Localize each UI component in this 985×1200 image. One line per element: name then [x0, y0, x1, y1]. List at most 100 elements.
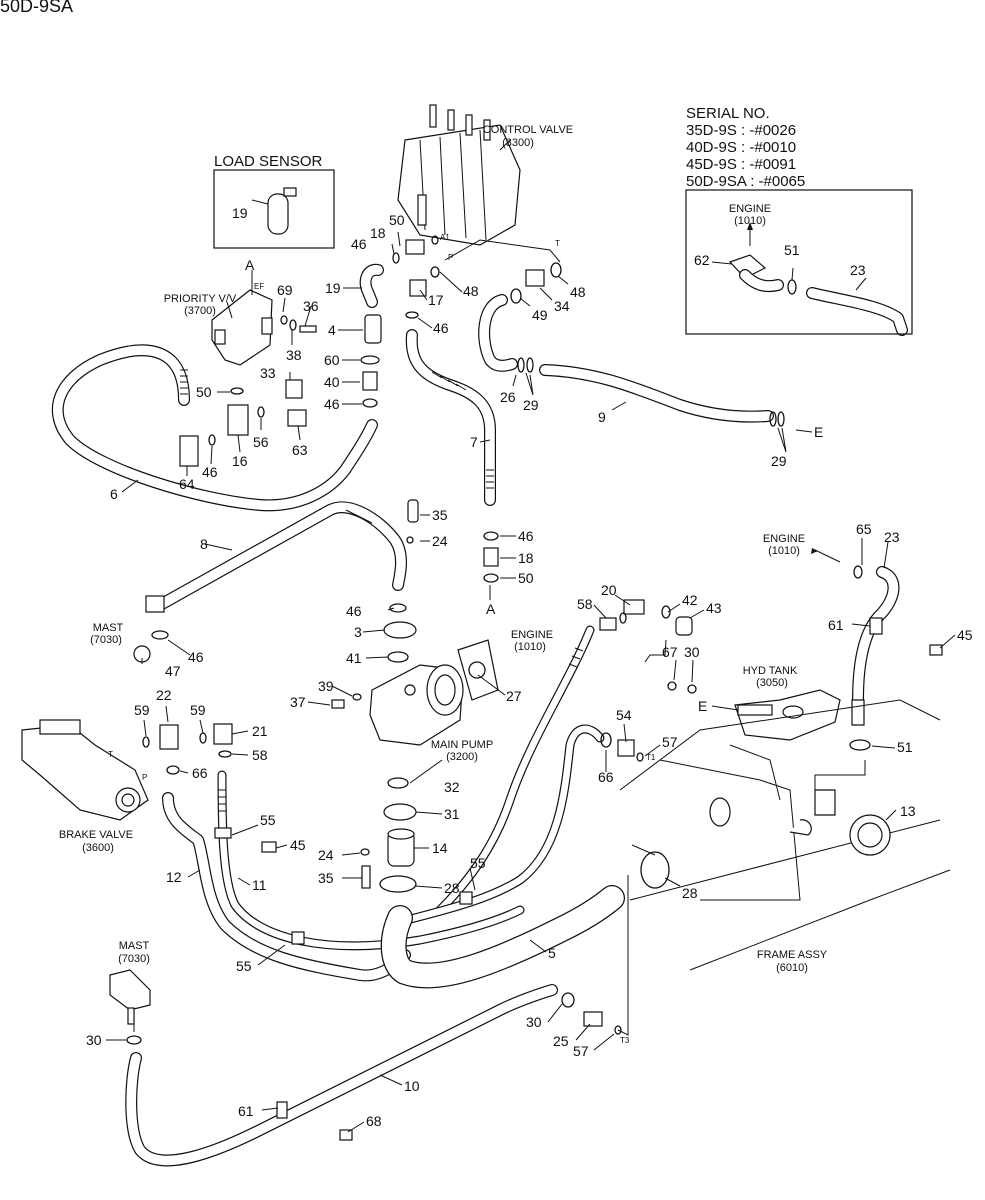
inset-engine-label: ENGINE: [729, 203, 771, 215]
serial-heading: SERIAL NO.: [686, 105, 770, 122]
callout-46-mid: 46: [433, 320, 449, 336]
frame-assy-outline: [619, 699, 951, 971]
callout-59-left: 59: [134, 702, 150, 718]
port-t-control: T: [555, 239, 560, 248]
callout-35-top: 35: [432, 507, 448, 523]
serial-line-3: 45D-9S : -#0091: [686, 156, 796, 173]
main-pump-body: [369, 664, 464, 746]
brake-valve-body: [21, 719, 149, 821]
callout-40: 40: [324, 374, 340, 390]
callout-25: 25: [553, 1033, 569, 1049]
callout-3: 3: [354, 624, 362, 640]
control-valve-label: CONTROL VALVE: [483, 124, 573, 136]
callout-46-stack: 46: [324, 396, 340, 412]
mast-label-bottom: MAST: [119, 940, 150, 952]
port-ef: EF: [254, 282, 264, 291]
priority-valve-body: [211, 289, 273, 366]
hyd-tank-label: HYD TANK: [743, 665, 798, 677]
callout-12: 12: [166, 869, 182, 885]
callout-55-bottom: 55: [236, 958, 252, 974]
callout-54: 54: [616, 707, 632, 723]
callout-19: 19: [325, 280, 341, 296]
engine-right-label: ENGINE: [763, 533, 805, 545]
callout-22: 22: [156, 687, 172, 703]
callout-18-lower: 18: [518, 550, 534, 566]
callout-63: 63: [292, 442, 308, 458]
hyd-tank-part: [734, 689, 841, 741]
callout-9: 9: [598, 409, 606, 425]
serial-line-4: 50D-9SA : -#0065: [686, 173, 805, 190]
callout-51-right: 51: [897, 739, 913, 755]
callout-31: 31: [444, 806, 460, 822]
control-valve-body: [397, 104, 521, 246]
port-p-brake: P: [142, 773, 147, 782]
callout-16: 16: [232, 453, 248, 469]
callout-13: 13: [900, 803, 916, 819]
port-t3: T3: [620, 1036, 630, 1045]
callout-50-pv: 50: [196, 384, 212, 400]
callout-69: 69: [277, 282, 293, 298]
engine-inset-parts: [728, 254, 797, 295]
priority-valve-code: (3700): [184, 305, 216, 317]
port-e-tank: E: [698, 698, 707, 714]
callout-41: 41: [346, 650, 362, 666]
port-p-control: P: [448, 253, 453, 262]
callout-11: 11: [252, 877, 267, 893]
callout-50-lower: 50: [518, 570, 534, 586]
callout-57-bottom: 57: [573, 1043, 589, 1059]
hose-braid-hatching: [180, 369, 584, 812]
callout-29-right: 29: [771, 453, 787, 469]
engine-pump-label: ENGINE: [511, 629, 553, 641]
clamp-28-center: [379, 875, 417, 893]
load-sensor-box: [213, 169, 335, 249]
flange-31: [383, 803, 417, 821]
leader-lines: [106, 139, 956, 1133]
callout-56: 56: [253, 434, 269, 450]
serial-engine-inset-box: [685, 189, 913, 335]
callout-66-brake: 66: [192, 765, 208, 781]
callout-61-bottom: 61: [238, 1103, 254, 1119]
callout-26: 26: [500, 389, 516, 405]
callout-58-brake: 58: [252, 747, 268, 763]
callout-inset-51: 51: [784, 242, 800, 258]
engine-right-code: (1010): [768, 545, 800, 557]
callout-30-bottom: 30: [526, 1014, 542, 1030]
port-e-right: E: [814, 424, 823, 440]
callout-43: 43: [706, 600, 722, 616]
callout-49: 49: [532, 307, 548, 323]
callout-50-top: 50: [389, 212, 405, 228]
mast-left-code: (7030): [90, 634, 122, 646]
brake-valve-code: (3600): [82, 842, 114, 854]
callout-45-right: 45: [957, 627, 973, 643]
model-title: 50D-9SA: [0, 0, 73, 16]
callout-65: 65: [856, 521, 872, 537]
callout-48-right: 48: [570, 284, 586, 300]
callout-48-left: 48: [463, 283, 479, 299]
flange-3: [383, 621, 417, 639]
callout-28-center: 28: [444, 880, 460, 896]
inset-engine-code: (1010): [734, 215, 766, 227]
callout-46-pump: 46: [346, 603, 362, 619]
callout-37: 37: [290, 694, 306, 710]
callout-36: 36: [303, 298, 319, 314]
callout-46-top: 46: [351, 236, 367, 252]
callout-34: 34: [554, 298, 570, 314]
callout-20: 20: [601, 582, 617, 598]
port-a-bottom: A: [486, 601, 496, 617]
callout-42: 42: [682, 592, 698, 608]
callout-46-pv: 46: [202, 464, 218, 480]
callout-55-mid: 55: [470, 855, 486, 871]
callout-33: 33: [260, 365, 276, 381]
control-valve-code: (3300): [502, 137, 534, 149]
callout-57-tank: 57: [662, 734, 678, 750]
callout-load-sensor-19: 19: [232, 205, 248, 221]
port-t1: T1: [646, 753, 656, 762]
port-a-top: A: [245, 257, 255, 273]
load-sensor-part: [267, 187, 297, 235]
callout-4: 4: [328, 322, 336, 338]
mast-code-bottom: (7030): [118, 953, 150, 965]
priority-valve-label: PRIORITY V/V: [164, 293, 237, 305]
callout-18-top: 18: [370, 225, 386, 241]
callout-64: 64: [179, 476, 195, 492]
